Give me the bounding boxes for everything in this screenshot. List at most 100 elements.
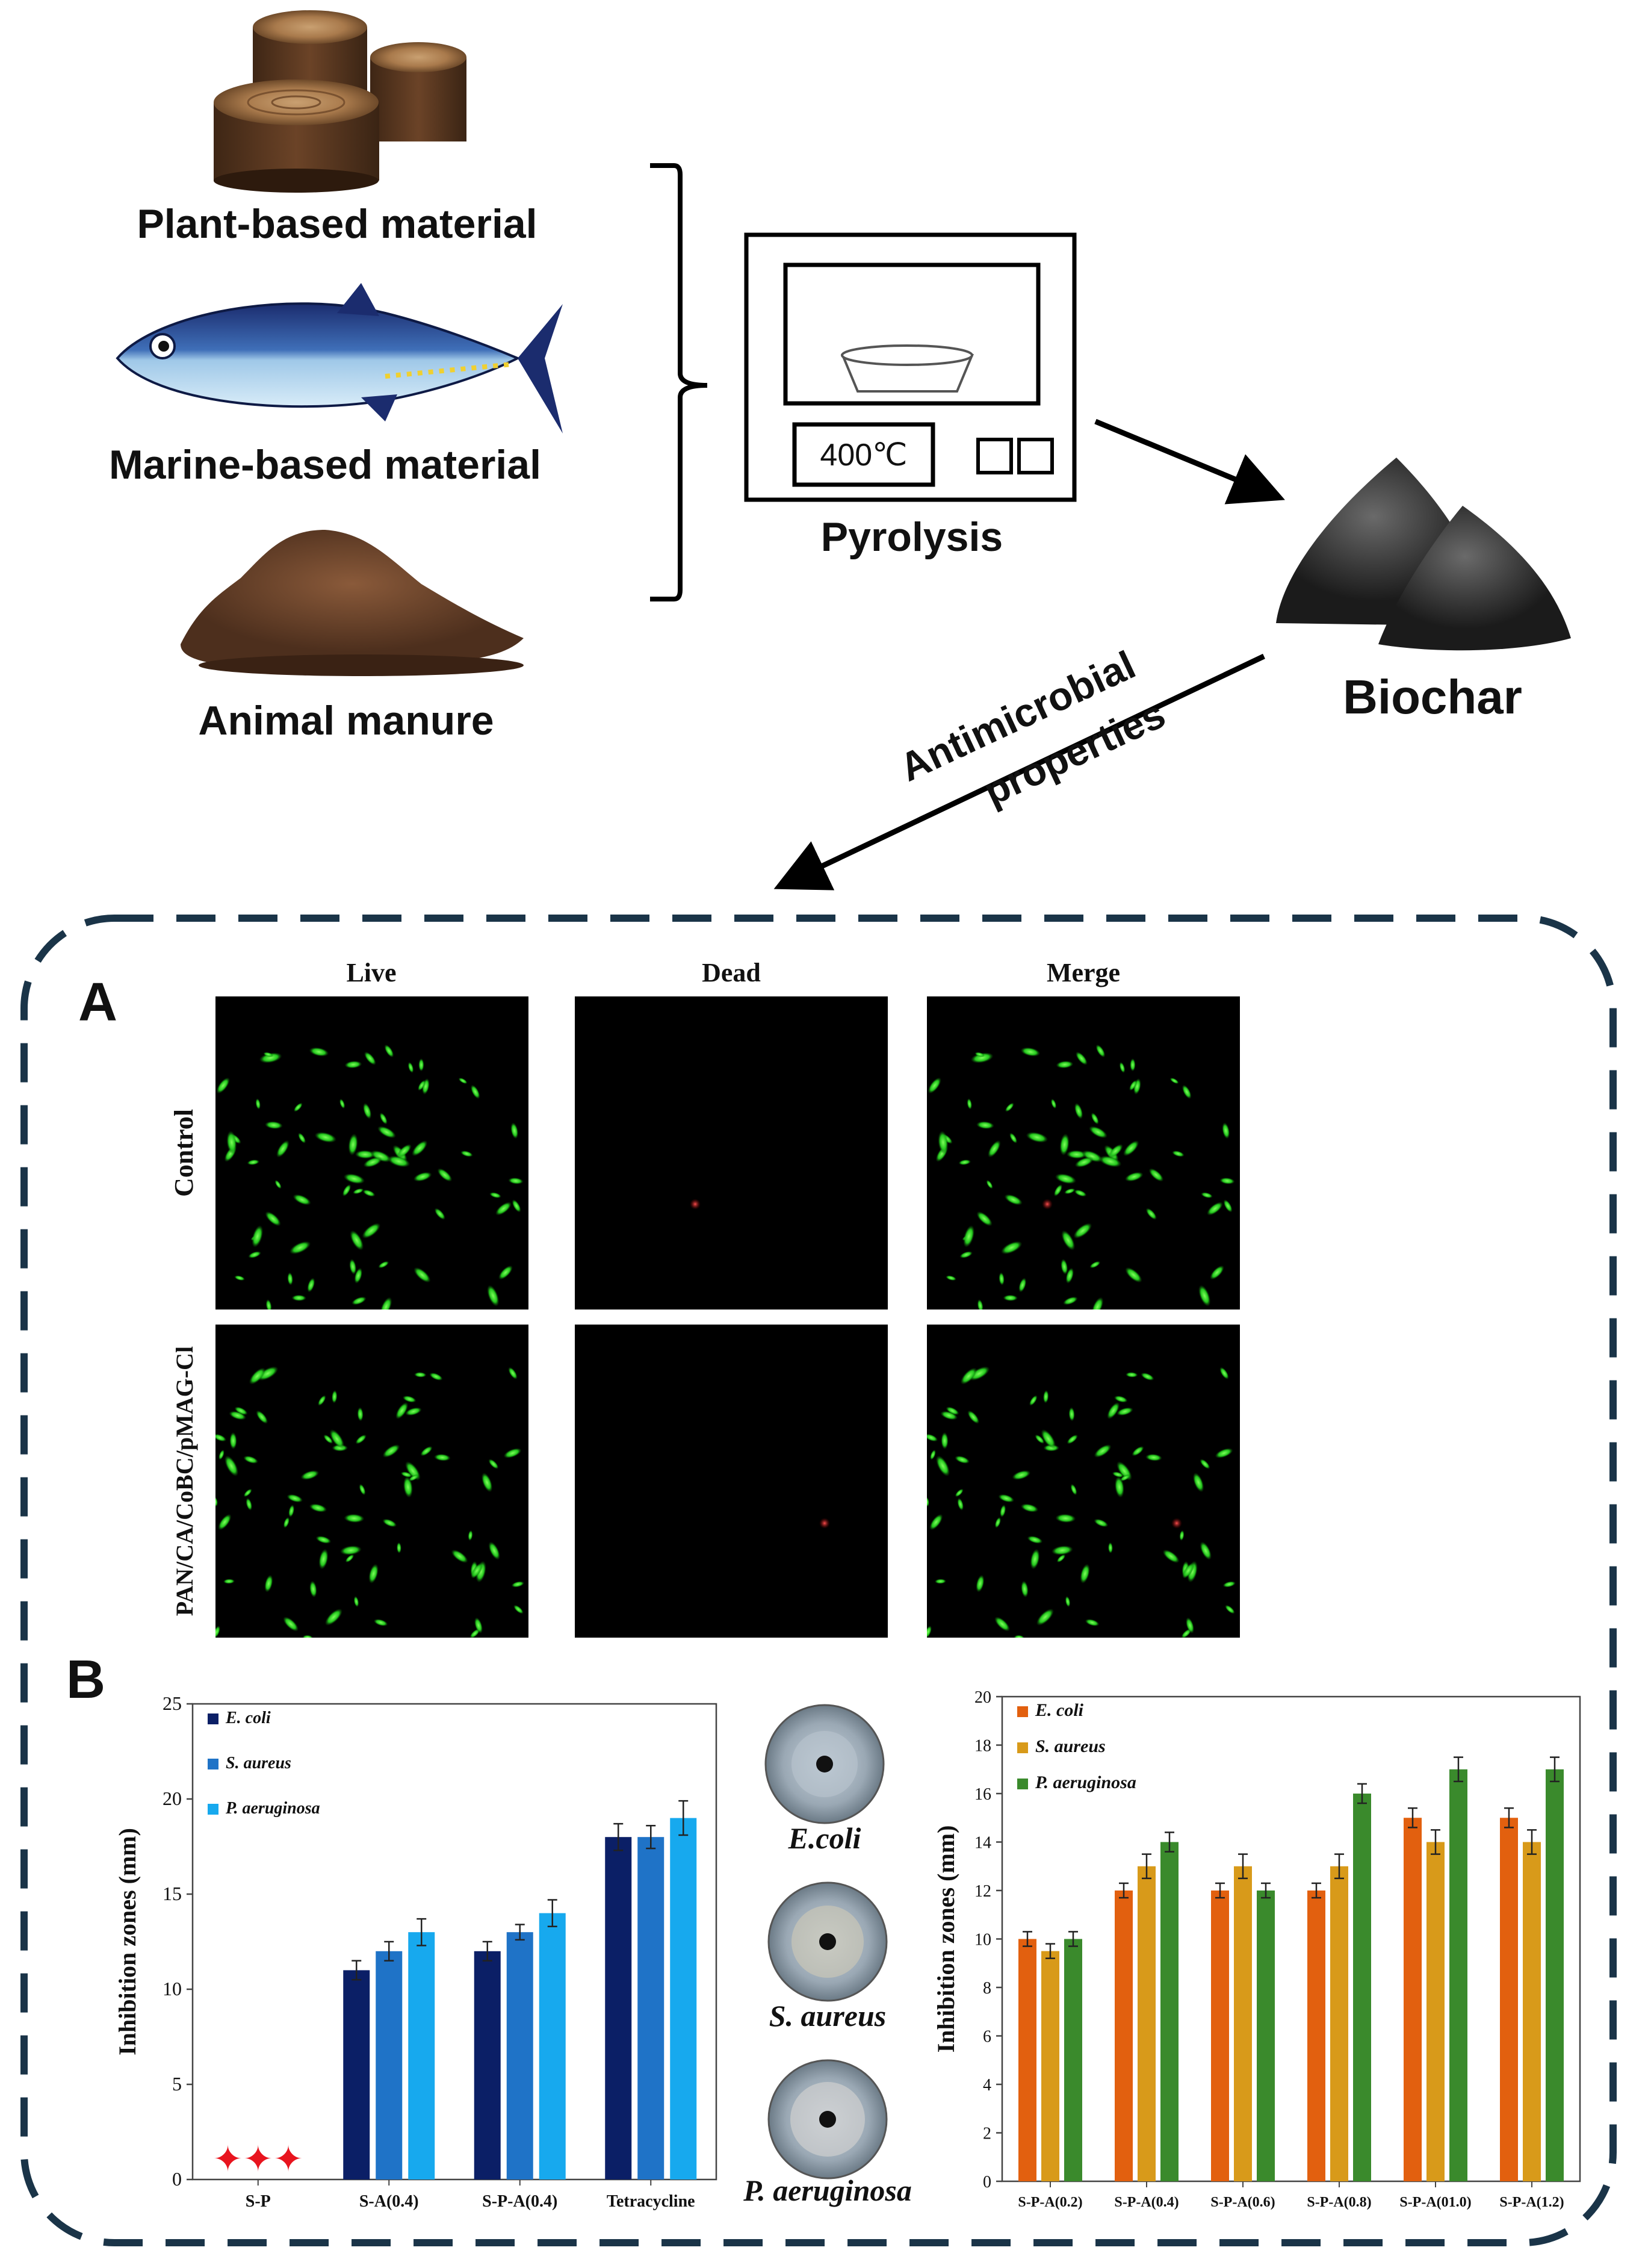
live-cell [1055,1514,1076,1523]
live-cell [339,1545,362,1556]
live-cell [1027,1535,1043,1544]
live-cell [382,1444,400,1458]
live-cell [1085,1618,1100,1627]
live-cell [345,1554,355,1563]
live-cell [309,1503,327,1512]
animal-manure-label: Animal manure [198,698,494,744]
x-category-label: S-P-A(0.6) [1210,2195,1275,2210]
live-cell [246,1497,253,1511]
live-cell [1050,1098,1057,1109]
live-cell [434,1208,445,1220]
live-cell [288,1504,295,1518]
live-cell [1130,1058,1136,1072]
live-cell [339,1098,345,1109]
live-cell [344,1514,365,1523]
live-cell [512,1199,521,1213]
bar [1115,1891,1133,2181]
bar [1426,1842,1445,2181]
y-tick-label: 10 [974,1931,991,1950]
panel-a-letter: A [78,972,117,1033]
live-cell [1042,1390,1049,1403]
live-cell [437,1168,453,1182]
live-cell [397,1144,412,1158]
bar [637,1837,664,2179]
bar [539,1913,566,2179]
live-cell [226,1130,237,1154]
live-cell [1005,1102,1014,1112]
bar [1257,1891,1275,2181]
petri-dish-saureus [767,1881,888,2002]
legend-swatch [208,1804,218,1815]
y-axis-label: Inhibition zones (mm) [114,1828,141,2055]
bar [1546,1769,1564,2181]
live-cell [959,1251,973,1258]
no-inhibition-marker: ✦✦✦ [212,2139,303,2179]
bar [1138,1866,1156,2181]
live-cell [362,1102,372,1119]
live-cell [1219,1177,1235,1185]
live-cell [1061,1258,1068,1275]
live-cell [1075,1051,1088,1066]
live-cell [287,1272,293,1285]
live-cell [1003,1294,1018,1302]
y-tick-label: 20 [974,1688,991,1707]
live-cell [967,1410,980,1424]
live-cell [363,1157,382,1168]
arrow-to-biochar [1094,418,1285,505]
live-cell [1206,1202,1224,1216]
bar [1353,1794,1371,2181]
live-cell [1145,1208,1157,1220]
y-tick-label: 10 [163,1978,182,1999]
live-cell [1107,1542,1113,1554]
bar [1307,1891,1325,2181]
live-cell [380,1297,392,1310]
manure-pile-icon [181,530,524,676]
live-cell [234,1275,246,1281]
live-cell [1185,1617,1195,1634]
live-cell [215,1497,218,1507]
live-cell [248,1251,261,1258]
live-cell [378,1261,389,1269]
micrograph-control-dead [575,996,888,1310]
live-cell [298,1132,306,1144]
live-cell [488,1541,500,1561]
column-header-merge: Merge [1047,958,1120,987]
live-cell [247,1159,260,1166]
live-cell [1223,1199,1233,1213]
live-cell [1179,1530,1185,1541]
live-cell [353,1595,359,1608]
biochar-pile-icon [1276,458,1571,651]
live-cell [293,1194,311,1205]
live-cell [265,1299,272,1310]
live-cell [1067,1434,1078,1444]
live-cell [1018,1278,1027,1293]
live-cell [487,1285,500,1307]
bar [1211,1891,1229,2181]
live-cell [352,1188,364,1195]
live-cell [370,1150,392,1163]
live-cell [291,1294,307,1302]
live-cell [1036,1608,1055,1626]
live-cell [300,1470,320,1480]
live-cell [223,1579,235,1584]
live-cell [1225,1605,1235,1614]
live-cell [1129,1080,1138,1091]
live-cell [218,1514,232,1530]
live-cell [1029,1395,1038,1406]
cell-cluster [819,1518,830,1529]
y-tick-label: 0 [172,2168,182,2190]
live-cell [1095,1044,1106,1058]
live-cell [405,1407,422,1416]
live-cell [1222,1581,1236,1588]
live-cell [274,1179,282,1189]
live-cell [417,1080,426,1091]
live-cell [1059,1133,1070,1156]
live-cell [1169,1077,1179,1084]
live-cell [488,1459,499,1470]
live-cell [364,1051,376,1066]
dish-label-saureus: S. aureus [769,1999,887,2033]
live-cell [498,1265,513,1280]
plot-frame [1001,1695,1581,2183]
live-cell [1065,1267,1074,1284]
